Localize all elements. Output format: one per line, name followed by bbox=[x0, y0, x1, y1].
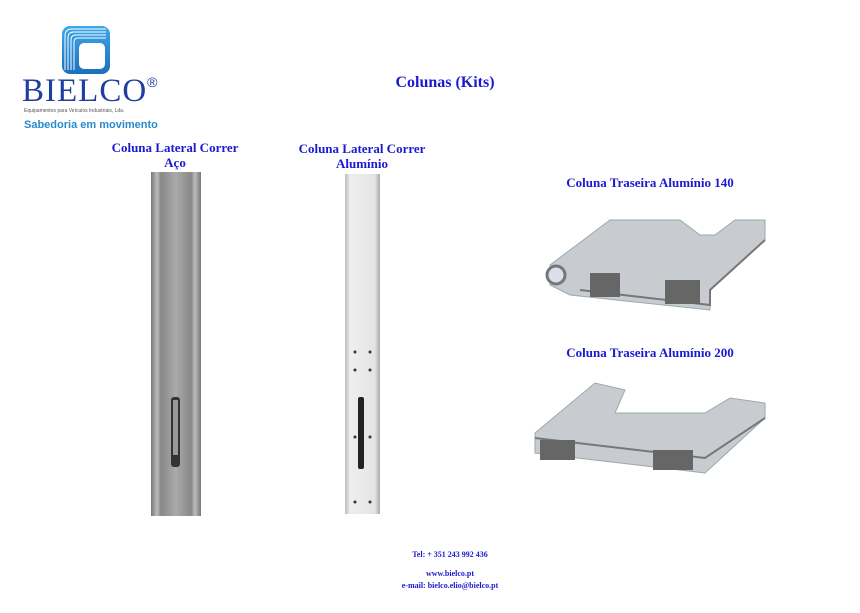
brand-text: BIELCO bbox=[22, 73, 148, 109]
rear-column-140-image bbox=[540, 205, 770, 315]
product-title-line: Coluna Lateral Correr bbox=[298, 141, 426, 156]
footer-phone: Tel: + 351 243 992 436 bbox=[412, 550, 488, 559]
product-title-rear-140: Coluna Traseira Alumínio 140 bbox=[566, 175, 734, 190]
company-tagline: Equipamentos para Veículos Industriais, … bbox=[24, 108, 125, 114]
registered-mark: ® bbox=[147, 74, 159, 90]
aluminium-column-image bbox=[345, 174, 380, 514]
footer-website[interactable]: www.bielco.pt bbox=[426, 569, 474, 578]
product-title-rear-200: Coluna Traseira Alumínio 200 bbox=[566, 345, 734, 360]
bielco-logo-icon bbox=[62, 26, 110, 74]
footer-email[interactable]: e-mail: bielco.elio@bielco.pt bbox=[401, 581, 499, 590]
product-title-line: Coluna Lateral Correr bbox=[111, 140, 239, 155]
brand-name: BIELCO® bbox=[22, 73, 159, 109]
product-title-line: Aço bbox=[164, 155, 186, 170]
product-title-aluminium: Coluna Lateral Correr Alumínio bbox=[282, 141, 442, 171]
motto: Sabedoria em movimento bbox=[24, 119, 158, 131]
steel-column-image bbox=[151, 172, 201, 516]
product-title-steel: Coluna Lateral Correr Aço bbox=[95, 140, 255, 170]
page-title: Colunas (Kits) bbox=[395, 74, 495, 91]
product-title-line: Alumínio bbox=[335, 156, 388, 171]
rear-column-200-image bbox=[525, 378, 770, 483]
